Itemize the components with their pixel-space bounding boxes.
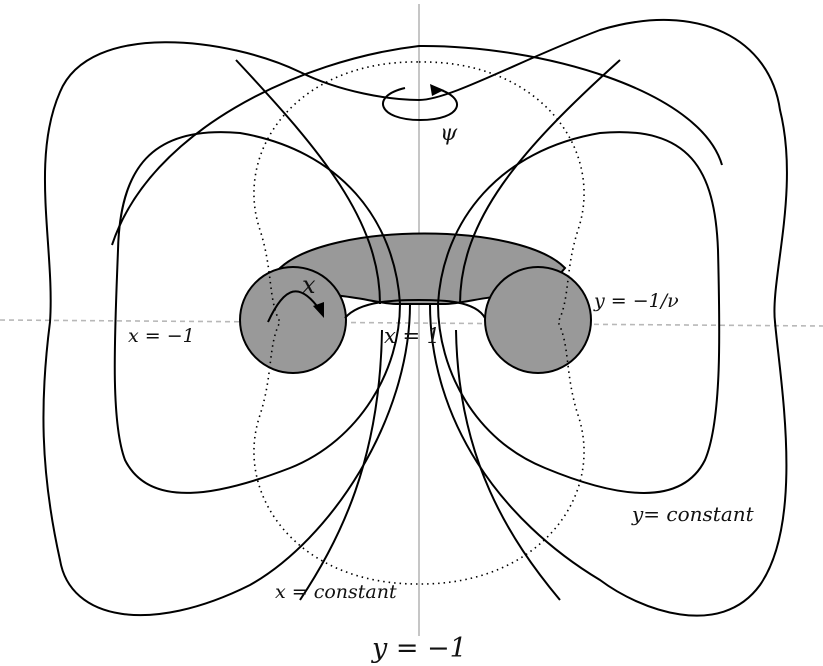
- x-arrowhead-icon: [313, 302, 324, 318]
- horizontal-axis: [0, 319, 823, 327]
- label-y-constant: y= constant: [631, 502, 755, 526]
- label-x-arrow: x: [302, 271, 316, 299]
- outer-boundary-curve: [42, 19, 788, 617]
- x-constant-dotted-curve: [253, 61, 585, 585]
- psi-arrowhead-icon: [430, 84, 444, 96]
- label-y-minus-one-over-nu: y = −1/ν: [593, 290, 679, 312]
- upper-left-hyperbola: [235, 59, 381, 305]
- ring-left-cross-section: [239, 266, 347, 374]
- x-arrow-curve: [267, 290, 321, 323]
- label-y-minus-one: y = −1: [371, 633, 467, 664]
- ring-right-cross-section: [484, 266, 592, 374]
- upper-y-curve: [111, 44, 723, 246]
- label-x-one: x = 1: [384, 324, 440, 348]
- label-x-minus-one: x = −1: [128, 325, 195, 347]
- label-x-constant: x = constant: [275, 581, 397, 603]
- ring-inner-edge: [344, 298, 486, 319]
- lower-left-hyperbola: [299, 329, 383, 601]
- shaded-ring: [239, 232, 592, 374]
- inner-right-curve: [437, 131, 721, 494]
- lower-right-hyperbola: [455, 329, 561, 601]
- psi-rotation-arrow: [382, 87, 458, 122]
- inner-left-curve: [113, 131, 401, 494]
- upper-right-hyperbola: [459, 59, 621, 305]
- label-psi: ψ: [440, 121, 458, 146]
